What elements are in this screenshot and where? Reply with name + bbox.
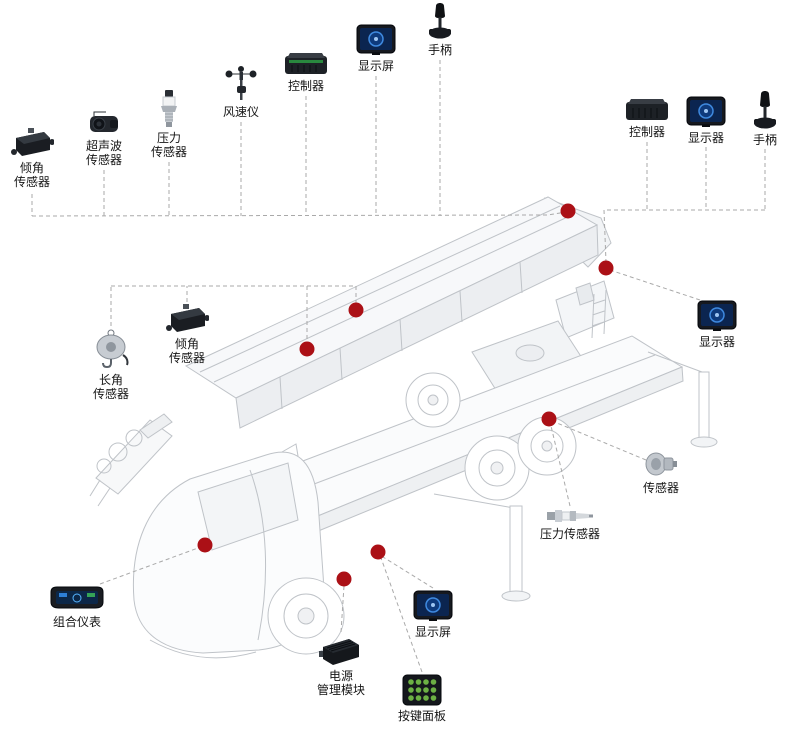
component-controller-top: 控制器	[280, 50, 332, 93]
component-label: 显示屏	[414, 625, 451, 639]
component-label: 传感器	[642, 481, 679, 495]
controller-icon	[625, 96, 669, 122]
component-controller-right: 控制器	[620, 96, 674, 139]
component-label: 压力 传感器	[150, 131, 187, 159]
display-icon	[413, 590, 453, 622]
component-label: 组合仪表	[52, 615, 101, 629]
connector-line	[380, 557, 423, 673]
mount-point-dot	[370, 544, 386, 560]
ultrasonic-sensor-icon	[86, 110, 122, 136]
keypad-icon	[402, 674, 442, 706]
connector-line	[556, 422, 647, 461]
mount-point-dot	[348, 302, 364, 318]
component-keypad: 按键面板	[393, 674, 451, 723]
connector-line	[550, 425, 571, 507]
component-label: 显示屏	[357, 59, 394, 73]
mount-point-dot	[541, 411, 557, 427]
component-display-right-top: 显示器	[680, 96, 732, 145]
component-pressure-sensor-top: 压力 传感器	[142, 90, 196, 159]
connector-line	[382, 556, 434, 589]
connector-line	[340, 585, 345, 633]
component-pressure-sensor-right: 压力传感器	[530, 508, 610, 541]
component-sensor-right: 传感器	[634, 450, 688, 495]
mount-point-dot	[598, 260, 614, 276]
length-angle-sensor-icon	[89, 328, 133, 370]
component-label: 显示器	[687, 131, 724, 145]
component-display-right-mid: 显示器	[690, 300, 744, 349]
component-label: 长角 传感器	[92, 373, 129, 401]
tilt-sensor-icon	[165, 304, 210, 334]
component-label: 控制器	[287, 79, 324, 93]
connector-line	[31, 211, 567, 217]
anemometer-icon	[225, 66, 257, 102]
component-label: 控制器	[628, 125, 665, 139]
component-label: 倾角 传感器	[13, 161, 50, 189]
mount-point-dot	[197, 537, 213, 553]
component-power-module: 电源 管理模块	[306, 634, 376, 697]
component-display-top: 显示屏	[348, 24, 404, 73]
display-icon	[686, 96, 726, 128]
mount-point-dot	[336, 571, 352, 587]
connector-line	[603, 209, 765, 263]
controller-icon	[284, 50, 328, 76]
component-joystick-top: 手柄	[416, 2, 464, 57]
mount-point-dot	[560, 203, 576, 219]
component-display-bottom: 显示屏	[406, 590, 460, 639]
component-length-angle-sensor: 长角 传感器	[80, 328, 142, 401]
connector-line	[612, 270, 701, 301]
mount-point-dot	[299, 341, 315, 357]
component-instrument-cluster: 组合仪表	[42, 584, 112, 629]
tilt-sensor-icon	[10, 128, 55, 158]
pressure-sensor-icon	[159, 90, 179, 128]
component-label: 风速仪	[222, 105, 259, 119]
component-anemometer: 风速仪	[216, 66, 266, 119]
component-tilt-sensor-top: 倾角 传感器	[2, 128, 62, 189]
connector-line	[99, 547, 199, 585]
joystick-icon	[427, 2, 453, 40]
component-label: 手柄	[427, 43, 452, 57]
joystick-icon	[752, 90, 778, 130]
sensor-icon	[644, 450, 678, 478]
display-icon	[356, 24, 396, 56]
component-label: 按键面板	[397, 709, 446, 723]
component-label: 倾角 传感器	[168, 337, 205, 365]
component-label: 压力传感器	[539, 527, 600, 541]
component-ultrasonic-sensor: 超声波 传感器	[78, 110, 130, 167]
component-joystick-right: 手柄	[742, 90, 788, 147]
component-label: 手柄	[752, 133, 777, 147]
power-module-icon	[319, 634, 363, 666]
component-label: 显示器	[698, 335, 735, 349]
component-label: 超声波 传感器	[85, 139, 122, 167]
instrument-cluster-icon	[49, 584, 105, 612]
pressure-sensor-icon	[547, 508, 593, 524]
display-icon	[697, 300, 737, 332]
component-label: 电源 管理模块	[316, 669, 365, 697]
component-tilt-sensor-mid: 倾角 传感器	[156, 304, 218, 365]
